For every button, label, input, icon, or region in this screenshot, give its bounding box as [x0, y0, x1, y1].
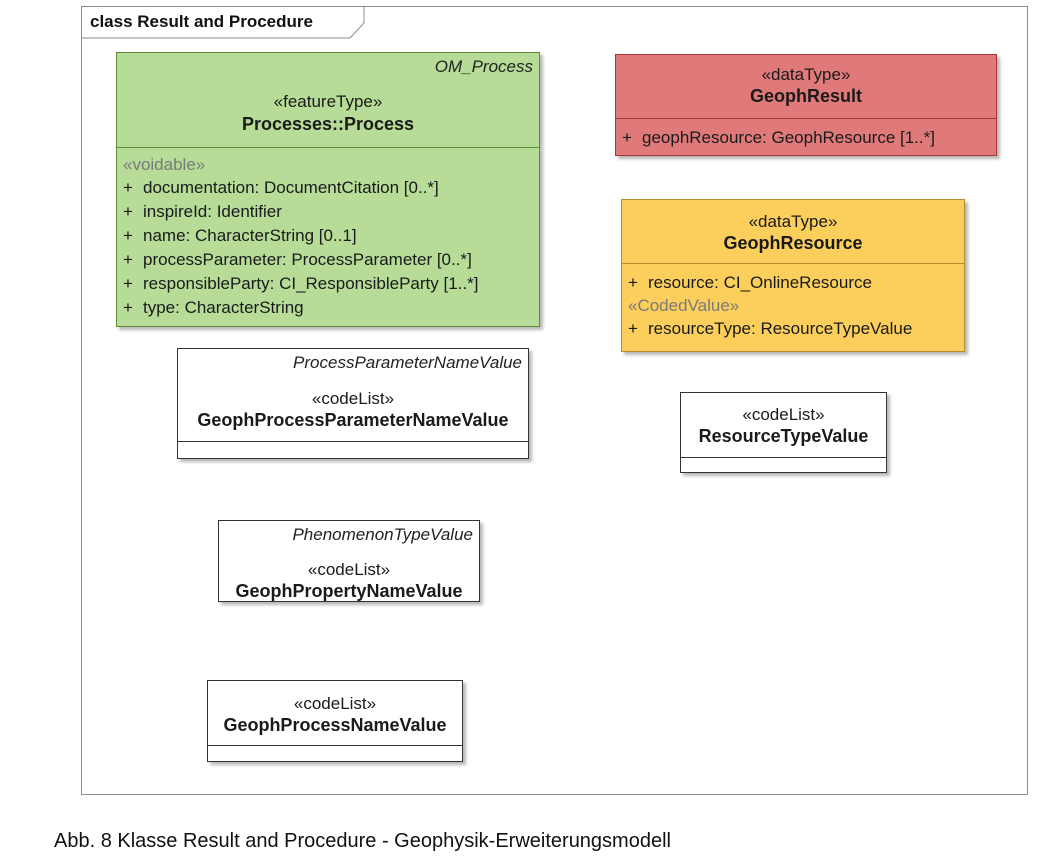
visibility-marker: +: [123, 274, 133, 293]
empty-compartment: [178, 441, 528, 442]
stereotype-label: «dataType»: [761, 65, 851, 84]
class-geoph-resource[interactable]: «dataType» GeophResource + resource: CI_O…: [621, 199, 965, 352]
class-geoph-process-parameter-name-value[interactable]: ProcessParameterNameValue «codeList» Geo…: [177, 348, 529, 459]
stereotype-label: «codeList»: [307, 560, 391, 579]
attribute-row: + name: CharacterString [0..1]: [117, 224, 539, 248]
attributes-compartment: + geophResource: GeophResource [1..*]: [616, 118, 996, 150]
attributes-compartment: + resource: CI_OnlineResource «CodedValue…: [622, 263, 964, 341]
class-process-header: OM_Process «featureType» Processes::Proc…: [117, 53, 539, 147]
attribute-row: + geophResource: GeophResource [1..*]: [616, 126, 996, 150]
empty-compartment: [208, 745, 462, 746]
visibility-marker: +: [123, 226, 133, 245]
codelist-header: «codeList» GeophProcessNameValue: [208, 681, 462, 745]
visibility-marker: +: [628, 319, 638, 338]
visibility-marker: +: [123, 250, 133, 269]
class-geoph-result-header: «dataType» GeophResult: [616, 55, 996, 118]
attribute-row: + inspireId: Identifier: [117, 200, 539, 224]
attributes-compartment: «voidable» + documentation: DocumentCitat…: [117, 147, 539, 320]
attribute-text: inspireId: Identifier: [143, 202, 282, 221]
frame-tab-outline: [82, 7, 365, 39]
stereotype-label: «dataType»: [748, 212, 838, 231]
attribute-row: + type: CharacterString: [117, 296, 539, 320]
parent-class-label: ProcessParameterNameValue: [293, 353, 522, 372]
class-geoph-result[interactable]: «dataType» GeophResult + geophResource: G…: [615, 54, 997, 156]
attribute-row: + resource: CI_OnlineResource: [622, 271, 964, 295]
visibility-marker: +: [123, 202, 133, 221]
attribute-text: responsibleParty: CI_ResponsibleParty [1…: [143, 274, 479, 293]
stereotype-label: «featureType»: [273, 92, 383, 111]
attribute-text: geophResource: GeophResource [1..*]: [642, 128, 935, 147]
figure-caption: Abb. 8 Klasse Result and Procedure - Geo…: [54, 830, 671, 852]
stereotype-label: «codeList»: [311, 389, 395, 408]
coded-value-group-label: «CodedValue»: [628, 296, 740, 315]
class-name: GeophResult: [749, 86, 862, 106]
attribute-text: resource: CI_OnlineResource: [648, 273, 872, 292]
class-name: GeophProcessNameValue: [223, 715, 447, 735]
class-name: GeophPropertyNameValue: [235, 581, 463, 601]
stereotype-label: «codeList»: [742, 405, 825, 424]
visibility-marker: +: [123, 298, 133, 317]
codelist-header: ProcessParameterNameValue «codeList» Geo…: [178, 349, 528, 441]
class-process[interactable]: OM_Process «featureType» Processes::Proc…: [116, 52, 540, 327]
attribute-text: type: CharacterString: [143, 298, 304, 317]
codelist-header: PhenomenonTypeValue «codeList» GeophProp…: [219, 521, 479, 602]
parent-class-label: OM_Process: [434, 57, 533, 76]
class-name: GeophResource: [723, 233, 863, 253]
attribute-text: documentation: DocumentCitation [0..*]: [143, 178, 439, 197]
visibility-marker: +: [622, 128, 632, 147]
class-name: GeophProcessParameterNameValue: [197, 410, 509, 430]
class-geoph-process-name-value[interactable]: «codeList» GeophProcessNameValue: [207, 680, 463, 762]
empty-compartment: [681, 457, 886, 458]
parent-class-label: PhenomenonTypeValue: [292, 525, 473, 544]
visibility-marker: +: [628, 273, 638, 292]
class-name: ResourceTypeValue: [698, 426, 869, 446]
codelist-header: «codeList» ResourceTypeValue: [681, 393, 886, 457]
attribute-text: name: CharacterString [0..1]: [143, 226, 357, 245]
frame-title: class Result and Procedure: [90, 12, 313, 31]
visibility-marker: +: [123, 178, 133, 197]
attribute-row: + responsibleParty: CI_ResponsibleParty […: [117, 272, 539, 296]
attribute-text: processParameter: ProcessParameter [0..*…: [143, 250, 472, 269]
attribute-row: + resourceType: ResourceTypeValue: [622, 317, 964, 341]
class-resource-type-value[interactable]: «codeList» ResourceTypeValue: [680, 392, 887, 473]
class-geoph-resource-header: «dataType» GeophResource: [622, 200, 964, 263]
attribute-row: + processParameter: ProcessParameter [0..…: [117, 248, 539, 272]
voidable-group-label: «voidable»: [123, 155, 206, 174]
stereotype-label: «codeList»: [293, 694, 377, 713]
class-name: Processes::Process: [241, 114, 415, 134]
class-geoph-property-name-value[interactable]: PhenomenonTypeValue «codeList» GeophProp…: [218, 520, 480, 602]
attribute-row: + documentation: DocumentCitation [0..*]: [117, 176, 539, 200]
attribute-text: resourceType: ResourceTypeValue: [648, 319, 913, 338]
